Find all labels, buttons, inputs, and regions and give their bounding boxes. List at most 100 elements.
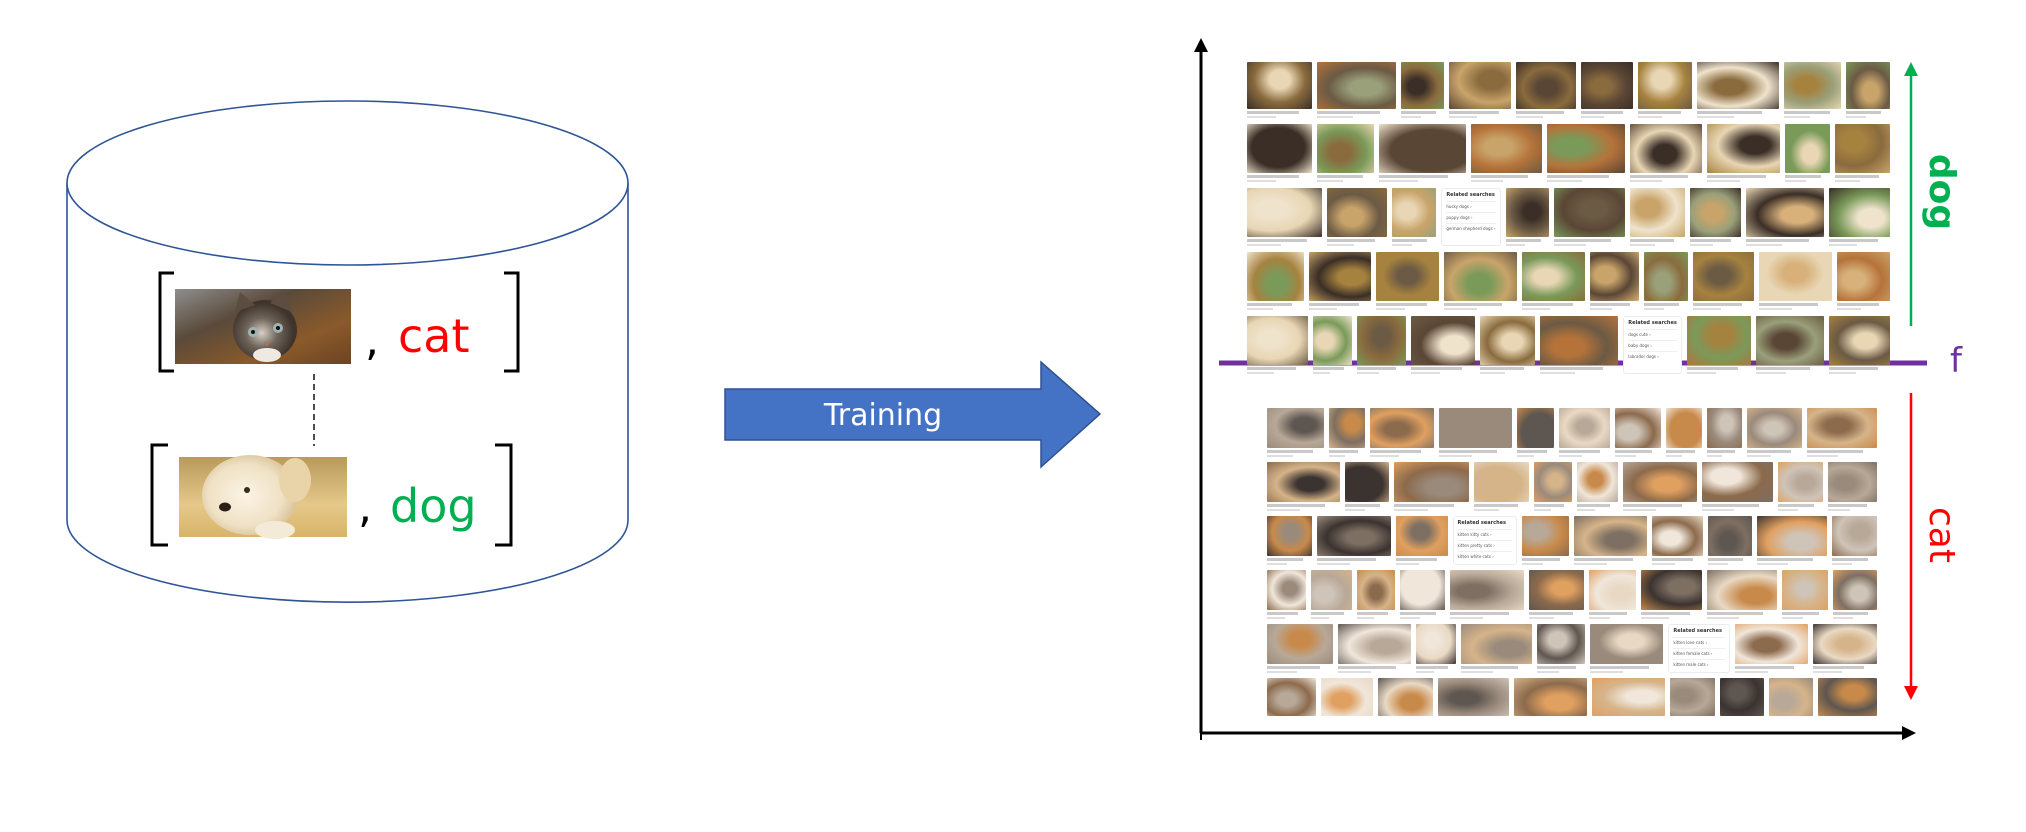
dog-thumbnail[interactable] (1746, 188, 1825, 246)
dog-thumbnail[interactable] (1590, 252, 1640, 310)
dog-thumbnail[interactable] (1308, 252, 1372, 310)
dog-thumbnail[interactable] (1247, 188, 1322, 246)
training-arrow[interactable]: Training (724, 360, 1102, 469)
cat-thumbnail[interactable] (1267, 516, 1313, 565)
related-search-item[interactable]: dogs cute › (1628, 329, 1677, 337)
cat-thumbnail[interactable] (1394, 462, 1469, 511)
cat-thumbnail[interactable] (1615, 408, 1661, 457)
dog-thumbnail[interactable] (1479, 316, 1535, 374)
cat-thumbnail[interactable] (1370, 408, 1434, 457)
dog-thumbnail[interactable] (1686, 316, 1751, 374)
dog-thumbnail[interactable] (1580, 62, 1633, 118)
dog-thumbnail[interactable] (1546, 124, 1625, 182)
dog-thumbnail[interactable] (1539, 316, 1619, 374)
cat-thumbnail[interactable] (1641, 570, 1703, 619)
dog-thumbnail[interactable] (1521, 252, 1586, 310)
dog-thumbnail[interactable] (1644, 252, 1689, 310)
cat-thumbnail[interactable] (1514, 678, 1587, 716)
cat-thumbnail[interactable] (1622, 462, 1698, 511)
dog-thumbnail[interactable] (1637, 62, 1693, 118)
dog-thumbnail[interactable] (1317, 62, 1397, 118)
dog-thumbnail[interactable] (1247, 252, 1304, 310)
dog-thumbnail[interactable] (1759, 252, 1833, 310)
dog-thumbnail[interactable] (1515, 62, 1576, 118)
cat-thumbnail[interactable] (1267, 570, 1306, 619)
cat-thumbnail[interactable] (1337, 624, 1412, 673)
cat-thumbnail[interactable] (1832, 570, 1877, 619)
cat-thumbnail[interactable] (1574, 516, 1648, 565)
related-search-item[interactable]: kitten pretty cats › (1457, 540, 1512, 548)
dog-thumbnail[interactable] (1837, 252, 1891, 310)
dog-thumbnail[interactable] (1846, 62, 1890, 118)
cat-thumbnail[interactable] (1831, 516, 1878, 565)
dog-thumbnail[interactable] (1829, 188, 1890, 246)
dog-thumbnail[interactable] (1689, 188, 1742, 246)
related-search-item[interactable]: husky dogs › (1446, 201, 1496, 209)
dog-thumbnail[interactable] (1505, 188, 1550, 246)
related-search-item[interactable]: labrador dogs › (1628, 351, 1677, 359)
dog-thumbnail[interactable] (1630, 188, 1685, 246)
dog-thumbnail[interactable] (1449, 62, 1511, 118)
cat-thumbnail[interactable] (1356, 570, 1396, 619)
cat-thumbnail[interactable] (1437, 678, 1510, 716)
cat-thumbnail[interactable] (1778, 462, 1823, 511)
dog-thumbnail[interactable] (1410, 316, 1475, 374)
dog-thumbnail[interactable] (1247, 316, 1308, 374)
cat-thumbnail[interactable] (1591, 678, 1666, 716)
cat-thumbnail[interactable] (1450, 570, 1524, 619)
cat-thumbnail[interactable] (1395, 516, 1448, 565)
related-search-item[interactable]: kitten love cats › (1673, 637, 1725, 645)
dog-thumbnail[interactable] (1401, 62, 1445, 118)
cat-thumbnail[interactable] (1818, 678, 1877, 716)
related-search-item[interactable]: baby dogs › (1628, 340, 1677, 348)
cat-thumbnail[interactable] (1267, 408, 1325, 457)
cat-thumbnail[interactable] (1665, 408, 1702, 457)
cat-thumbnail[interactable] (1321, 678, 1374, 716)
cat-thumbnail[interactable] (1746, 408, 1802, 457)
cat-thumbnail[interactable] (1378, 678, 1433, 716)
cat-thumbnail[interactable] (1719, 678, 1765, 716)
cat-thumbnail[interactable] (1706, 408, 1742, 457)
cat-thumbnail[interactable] (1734, 624, 1809, 673)
dog-thumbnail[interactable] (1317, 124, 1375, 182)
cat-thumbnail[interactable] (1708, 516, 1753, 565)
cat-thumbnail[interactable] (1267, 678, 1317, 716)
cat-thumbnail[interactable] (1267, 624, 1333, 673)
dog-thumbnail[interactable] (1326, 188, 1387, 246)
related-search-item[interactable]: kitten white cats › (1457, 551, 1512, 559)
cat-thumbnail[interactable] (1806, 408, 1877, 457)
cat-thumbnail[interactable] (1329, 408, 1366, 457)
dog-thumbnail[interactable] (1444, 252, 1517, 310)
cat-thumbnail[interactable] (1757, 516, 1827, 565)
dog-thumbnail[interactable] (1391, 188, 1437, 246)
cat-thumbnail[interactable] (1782, 570, 1828, 619)
dog-thumbnail[interactable] (1828, 316, 1890, 374)
cat-thumbnail[interactable] (1521, 516, 1570, 565)
related-search-item[interactable]: german shepherd dogs › (1446, 223, 1496, 231)
related-search-item[interactable]: kitten male cats › (1673, 659, 1725, 667)
dog-thumbnail[interactable] (1554, 188, 1626, 246)
cat-thumbnail[interactable] (1589, 570, 1637, 619)
dog-thumbnail[interactable] (1312, 316, 1352, 374)
dog-thumbnail[interactable] (1783, 62, 1842, 118)
dog-thumbnail[interactable] (1470, 124, 1542, 182)
dog-thumbnail[interactable] (1755, 316, 1824, 374)
cat-thumbnail[interactable] (1516, 408, 1555, 457)
cat-thumbnail[interactable] (1577, 462, 1618, 511)
cat-thumbnail[interactable] (1310, 570, 1352, 619)
cat-thumbnail[interactable] (1533, 462, 1573, 511)
cat-thumbnail[interactable] (1317, 516, 1391, 565)
cat-thumbnail[interactable] (1707, 570, 1778, 619)
dog-thumbnail[interactable] (1697, 62, 1779, 118)
related-search-item[interactable]: kitten kitty cats › (1457, 529, 1512, 537)
cat-thumbnail[interactable] (1267, 462, 1340, 511)
cat-thumbnail[interactable] (1344, 462, 1390, 511)
dog-thumbnail[interactable] (1379, 124, 1466, 182)
cat-thumbnail[interactable] (1702, 462, 1774, 511)
cat-thumbnail[interactable] (1590, 624, 1664, 673)
cat-thumbnail[interactable] (1473, 462, 1529, 511)
